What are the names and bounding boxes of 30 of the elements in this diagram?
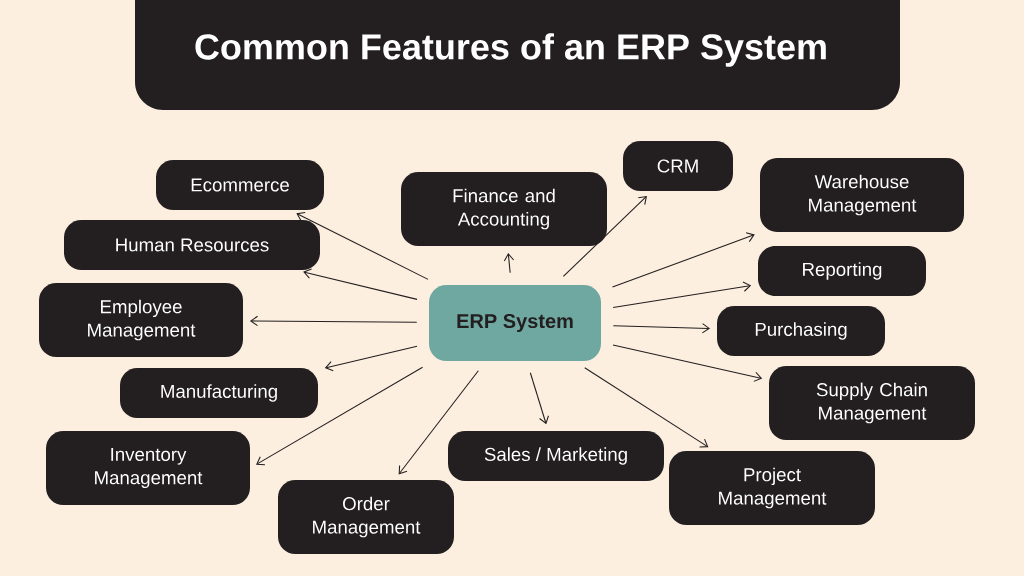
arrow — [612, 344, 763, 382]
feature-box: Human Resources — [64, 220, 320, 270]
feature-box: Warehouse Management — [760, 158, 964, 232]
feature-box: Project Management — [669, 451, 875, 525]
feature-box: Inventory Management — [46, 431, 250, 505]
arrow — [303, 268, 418, 300]
central-box: ERP System — [429, 285, 601, 361]
arrow — [612, 232, 755, 288]
arrow — [612, 323, 711, 334]
feature-box: Reporting — [758, 246, 926, 296]
arrow — [256, 366, 424, 466]
feature-box: Finance and Accounting — [401, 172, 607, 246]
feature-box: Ecommerce — [156, 160, 324, 210]
arrow — [584, 367, 709, 448]
feature-box: Manufacturing — [120, 368, 318, 418]
arrow — [612, 281, 752, 308]
feature-box: Purchasing — [717, 306, 885, 356]
arrow — [249, 315, 418, 327]
feature-box: CRM — [623, 141, 733, 191]
arrow — [296, 211, 429, 280]
feature-box: Order Management — [278, 480, 454, 554]
title-banner: Common Features of an ERP System — [135, 0, 900, 110]
arrow — [398, 370, 479, 475]
arrow — [324, 345, 418, 372]
arrow — [503, 252, 515, 274]
feature-box: Employee Management — [39, 283, 243, 357]
feature-box: Sales / Marketing — [448, 431, 664, 481]
feature-box: Supply Chain Management — [769, 366, 975, 440]
arrow — [529, 372, 549, 425]
arrow — [562, 195, 647, 277]
